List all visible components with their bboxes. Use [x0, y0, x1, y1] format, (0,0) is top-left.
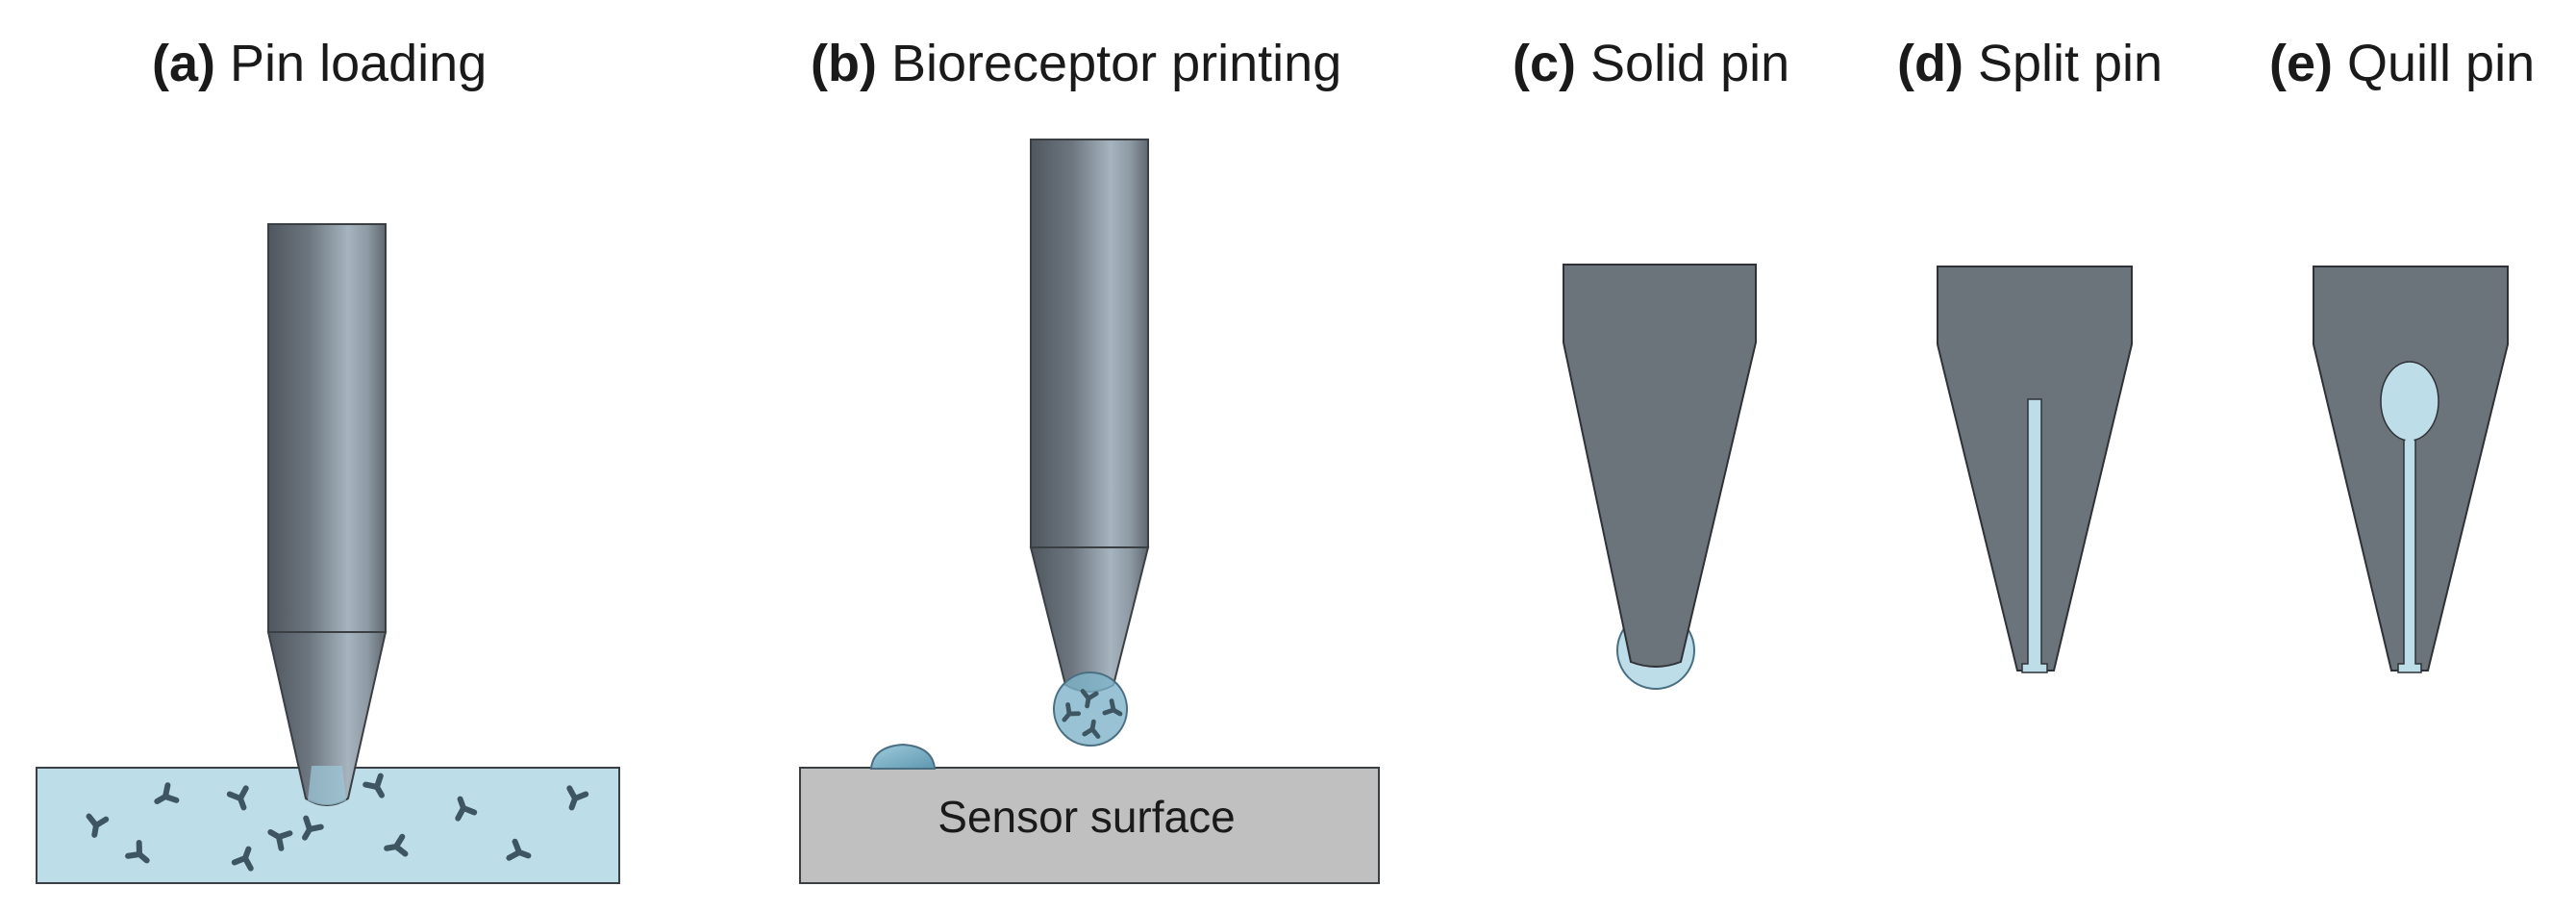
panel-a-tag: (a) [152, 35, 215, 92]
printing-pin-b [1029, 139, 1150, 747]
panel-b-tag: (b) [811, 35, 877, 92]
panel-d-title: (d) Split pin [1897, 29, 2163, 98]
solid-pin-tip [1563, 264, 1757, 668]
panel-d-graphic [1937, 266, 2133, 673]
sensor-surface [799, 767, 1380, 884]
panel-e-tag: (e) [2269, 35, 2333, 92]
panel-c-tag: (c) [1513, 35, 1576, 92]
panel-b-label: Bioreceptor printing [890, 35, 1342, 92]
panel-c-label: Solid pin [1590, 35, 1790, 92]
split-pin-channel [2021, 398, 2048, 673]
panel-b-title: (b) Bioreceptor printing [811, 29, 1341, 98]
printed-spot [869, 743, 937, 770]
panel-b-graphic [799, 139, 1380, 884]
panel-e-title: (e) Quill pin [2269, 29, 2535, 98]
panel-c-graphic [1563, 264, 1757, 690]
pin-droplet [1053, 671, 1128, 747]
panel-a-label: Pin loading [230, 35, 488, 92]
panel-e-label: Quill pin [2347, 35, 2536, 92]
quill-pin-reservoir [2380, 361, 2439, 673]
panel-e-graphic [2313, 266, 2509, 673]
printing-pin-a [266, 223, 388, 806]
panel-d-tag: (d) [1897, 35, 1963, 92]
panel-d-label: Split pin [1977, 35, 2163, 92]
panel-c-title: (c) Solid pin [1513, 29, 1789, 98]
panel-a-title: (a) Pin loading [152, 29, 487, 98]
panel-a-graphic [36, 223, 620, 884]
sensor-surface-label: Sensor surface [938, 792, 1236, 842]
